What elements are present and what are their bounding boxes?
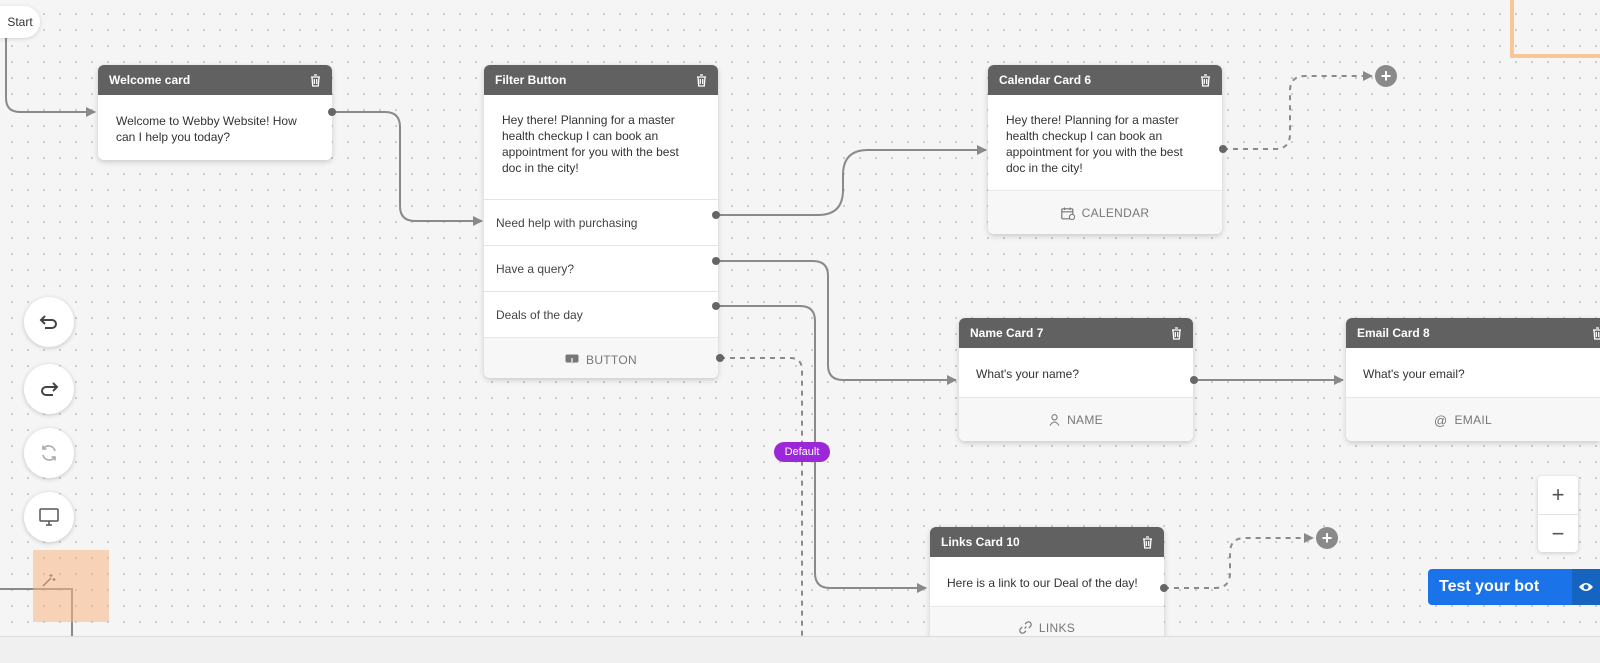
redo-icon: [41, 382, 59, 396]
card-title: Calendar Card 6: [999, 73, 1092, 87]
undo-button[interactable]: [24, 297, 74, 347]
card-type-label: LINKS: [1038, 620, 1076, 635]
selection-highlight: [33, 550, 109, 622]
option-output-port[interactable]: [712, 211, 720, 219]
email-card-header[interactable]: Email Card 8: [1346, 318, 1600, 348]
filter-card-header[interactable]: Filter Button: [484, 65, 718, 95]
card-type-label: EMAIL: [1454, 413, 1492, 427]
card-footer: NAME: [959, 397, 1193, 441]
reset-button[interactable]: [24, 428, 74, 478]
default-path-badge: Default: [774, 442, 830, 462]
zoom-out-button[interactable]: −: [1551, 521, 1565, 546]
option-output-port[interactable]: [712, 302, 720, 310]
edge-calendar-plus: [1223, 71, 1373, 150]
calendar-card[interactable]: Calendar Card 6 Hey there! Planning for …: [988, 65, 1222, 234]
selection-highlight-corner: [1510, 0, 1600, 58]
trash-icon[interactable]: [308, 73, 322, 87]
plus-icon[interactable]: +: [1316, 527, 1338, 549]
trash-icon[interactable]: [1198, 73, 1212, 87]
card-message: Here is a link to our Deal of the day!: [947, 576, 1138, 590]
zoom-in-button[interactable]: +: [1538, 476, 1578, 515]
option-button[interactable]: Have a query?: [484, 245, 718, 291]
card-title: Links Card 10: [941, 535, 1020, 549]
edge-default-dashed: [720, 357, 803, 640]
bottom-status-bar: [0, 636, 1600, 663]
option-button[interactable]: Need help with purchasing: [484, 199, 718, 245]
edge-query-name: [716, 260, 957, 385]
filter-button-card[interactable]: Filter Button Hey there! Planning for a …: [484, 65, 718, 378]
name-card[interactable]: Name Card 7 What's your name? NAME: [959, 318, 1193, 441]
links-card[interactable]: Links Card 10 Here is a link to our Deal…: [930, 527, 1164, 647]
redo-button[interactable]: [24, 364, 74, 414]
edge-links-plus: [1164, 533, 1314, 589]
edge-start-welcome: [5, 38, 96, 117]
card-footer: CALENDAR: [988, 190, 1222, 234]
start-node[interactable]: Start: [0, 6, 40, 38]
calendar-icon: [1060, 207, 1075, 220]
test-bot-button[interactable]: Test your bot: [1428, 569, 1600, 605]
welcome-card[interactable]: Welcome card Welcome to Webby Website! H…: [98, 65, 332, 160]
name-card-header[interactable]: Name Card 7: [959, 318, 1193, 348]
person-icon: [1049, 414, 1060, 426]
edge-welcome-filter: [333, 111, 483, 226]
calendar-output-port[interactable]: [1219, 145, 1227, 153]
default-badge-label: Default: [784, 446, 820, 458]
button-type-icon: [565, 354, 579, 366]
card-footer: @ EMAIL: [1346, 397, 1600, 441]
default-output-port[interactable]: [716, 354, 724, 362]
eye-icon[interactable]: [1572, 569, 1600, 605]
edge-purchasing-calendar: [716, 145, 987, 216]
card-footer: BUTTON: [484, 337, 718, 378]
monitor-icon: [39, 508, 59, 526]
card-title: Email Card 8: [1357, 326, 1430, 340]
card-type-label: NAME: [1067, 413, 1103, 427]
trash-icon[interactable]: [1140, 535, 1154, 549]
welcome-output-port[interactable]: [328, 108, 336, 116]
card-type-label: CALENDAR: [1081, 206, 1150, 220]
refresh-icon: [42, 445, 56, 461]
trash-icon[interactable]: [1169, 326, 1183, 340]
card-title: Filter Button: [495, 73, 567, 87]
undo-icon: [39, 315, 57, 329]
card-message: Hey there! Planning for a master health …: [1006, 113, 1183, 175]
option-button[interactable]: Deals of the day: [484, 291, 718, 337]
card-title: Welcome card: [109, 73, 191, 87]
calendar-card-header[interactable]: Calendar Card 6: [988, 65, 1222, 95]
trash-icon[interactable]: [694, 73, 708, 87]
at-sign-icon: @: [1433, 412, 1448, 428]
link-icon: [1019, 621, 1032, 634]
option-label: Have a query?: [496, 261, 575, 276]
card-message: Hey there! Planning for a master health …: [502, 113, 679, 175]
card-type-label: BUTTON: [586, 353, 637, 367]
trash-icon[interactable]: [1590, 326, 1600, 340]
card-message: Welcome to Webby Website! How can I help…: [116, 114, 297, 144]
plus-icon[interactable]: +: [1375, 65, 1397, 87]
zoom-controls: + −: [1538, 476, 1578, 552]
test-bot-label: Test your bot: [1439, 578, 1540, 595]
name-output-port[interactable]: [1190, 376, 1198, 384]
card-message: What's your email?: [1363, 367, 1465, 381]
welcome-card-header[interactable]: Welcome card: [98, 65, 332, 95]
links-card-header[interactable]: Links Card 10: [930, 527, 1164, 557]
email-card[interactable]: Email Card 8 What's your email? @ EMAIL: [1346, 318, 1600, 441]
option-output-port[interactable]: [712, 257, 720, 265]
card-message: What's your name?: [976, 367, 1080, 381]
links-output-port[interactable]: [1160, 584, 1168, 592]
option-label: Need help with purchasing: [496, 215, 638, 230]
option-label: Deals of the day: [496, 307, 583, 322]
card-title: Name Card 7: [970, 326, 1044, 340]
start-label: Start: [7, 15, 33, 29]
preview-button[interactable]: [24, 492, 74, 542]
